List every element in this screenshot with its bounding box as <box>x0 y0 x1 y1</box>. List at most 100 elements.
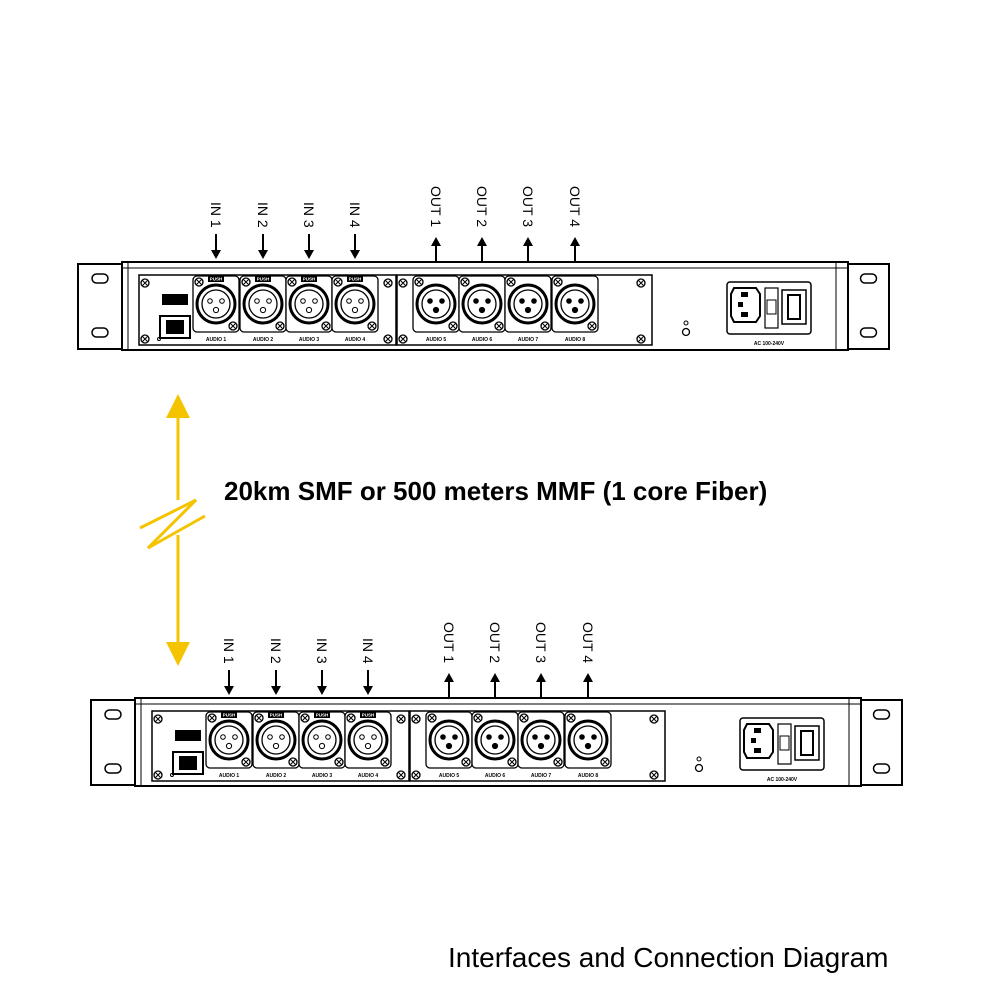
xlr-input-connector: PUSH AUDIO 4 <box>344 711 392 779</box>
fiber-port-socket <box>166 320 184 334</box>
pin-3 <box>537 742 545 750</box>
push-label: PUSH <box>210 277 223 282</box>
arrow-down-icon <box>258 250 268 259</box>
pin-2 <box>544 734 550 740</box>
output-label: OUT 1 <box>441 622 457 663</box>
arrow-down-icon <box>304 250 314 259</box>
push-label: PUSH <box>362 713 375 718</box>
screw-icon <box>429 715 435 721</box>
screw-icon <box>230 323 236 329</box>
rack-hole <box>872 763 891 774</box>
screw-icon <box>323 323 329 329</box>
connector-face <box>513 289 543 319</box>
input-arrow: IN 3 <box>301 202 317 259</box>
pin-1 <box>440 734 446 740</box>
connector-face <box>248 289 278 319</box>
screw-icon <box>209 715 215 721</box>
screw-icon <box>413 772 419 778</box>
rack-hole <box>104 763 122 774</box>
input-arrow: IN 2 <box>268 638 284 695</box>
pin-2 <box>439 298 445 304</box>
screw-icon <box>509 759 515 765</box>
output-arrow: OUT 4 <box>580 622 596 698</box>
input-label: IN 1 <box>208 202 224 228</box>
pin-1 <box>579 734 585 740</box>
xlr-output-connector: AUDIO 5 <box>425 711 473 779</box>
port-label: AUDIO 6 <box>485 773 506 779</box>
arrow-down-icon <box>271 686 281 695</box>
pin-3 <box>491 742 499 750</box>
output-arrow: OUT 2 <box>474 186 490 262</box>
push-tab <box>268 712 284 718</box>
screw-icon <box>542 323 548 329</box>
pin-3 <box>445 742 453 750</box>
port-label: AUDIO 1 <box>206 337 227 343</box>
output-label: OUT 4 <box>580 622 596 663</box>
screw-icon <box>348 715 354 721</box>
pin-1 <box>473 298 479 304</box>
pin-2 <box>279 734 285 740</box>
output-label: OUT 2 <box>474 186 490 227</box>
power-switch-rocker <box>800 730 814 756</box>
ground-screw-icon <box>694 763 704 773</box>
arrow-up-icon <box>490 673 500 682</box>
rack-hole <box>91 273 109 284</box>
pin-2 <box>358 298 364 304</box>
pin-1 <box>519 298 525 304</box>
screw-icon <box>336 759 342 765</box>
port-label: AUDIO 4 <box>358 773 379 779</box>
input-label: IN 2 <box>255 202 271 228</box>
led-indicator <box>157 337 161 341</box>
xlr-output-connector: AUDIO 6 <box>458 275 506 343</box>
screw-icon <box>302 715 308 721</box>
pin-1 <box>566 298 572 304</box>
power-switch-rocker <box>787 294 801 320</box>
rack-hole <box>872 709 891 720</box>
connector-face <box>526 725 556 755</box>
input-label: IN 3 <box>314 638 330 664</box>
connector-face <box>340 289 370 319</box>
screw-icon <box>555 759 561 765</box>
connector-face <box>307 725 337 755</box>
connector-face <box>560 289 590 319</box>
input-arrow: IN 2 <box>255 202 271 259</box>
screw-icon <box>382 759 388 765</box>
ground-led <box>683 320 689 326</box>
output-arrow: OUT 4 <box>567 186 583 262</box>
screw-icon <box>142 336 148 342</box>
arrow-up-icon <box>444 673 454 682</box>
pin-2 <box>266 298 272 304</box>
output-arrow: OUT 3 <box>533 622 549 698</box>
input-label: IN 3 <box>301 202 317 228</box>
pin-2 <box>531 298 537 304</box>
fuse <box>766 299 777 315</box>
input-arrow: IN 4 <box>360 638 376 695</box>
port-label: AUDIO 3 <box>312 773 333 779</box>
push-tab <box>221 712 237 718</box>
output-arrow: OUT 1 <box>428 186 444 262</box>
pin-2 <box>371 734 377 740</box>
push-label: PUSH <box>349 277 362 282</box>
pin-3 <box>259 306 267 314</box>
screw-icon <box>651 772 657 778</box>
port-label: AUDIO 8 <box>565 337 586 343</box>
screw-icon <box>243 759 249 765</box>
arrow-down-icon <box>363 686 373 695</box>
arrow-down-icon <box>350 250 360 259</box>
input-label: IN 2 <box>268 638 284 664</box>
pin-3 <box>212 306 220 314</box>
arrow-up-icon <box>477 237 487 246</box>
arrow-down-icon <box>166 642 190 666</box>
screw-icon <box>413 716 419 722</box>
pin-2 <box>485 298 491 304</box>
iec-pin <box>751 738 756 743</box>
pin-2 <box>578 298 584 304</box>
fiber-link-arrow <box>139 394 206 666</box>
pin-1 <box>532 734 538 740</box>
screw-icon <box>290 759 296 765</box>
screw-icon <box>398 772 404 778</box>
line-break-zigzag-icon <box>139 498 206 550</box>
screw-icon <box>335 279 341 285</box>
